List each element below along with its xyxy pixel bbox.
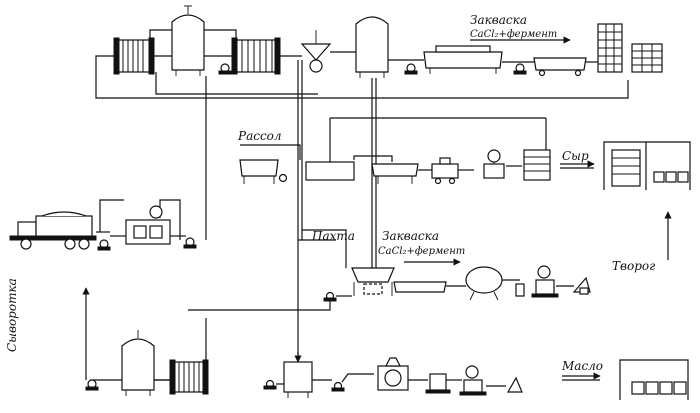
pump-icon [218, 63, 232, 75]
cheese-warehouse-icon [603, 141, 691, 190]
pump-icon [404, 63, 418, 75]
pump-icon [323, 291, 337, 302]
buttermilk-label: Пахта [311, 229, 355, 243]
whey-tank-icon [121, 330, 155, 396]
normalized-milk-tank-icon [355, 16, 389, 78]
butter-packing-machine-icon [459, 365, 487, 396]
conveyor-icon [572, 276, 591, 295]
butter-forming-icon [425, 373, 451, 394]
conveyor-icon [506, 376, 523, 393]
whey-line [82, 287, 209, 396]
cream-tank-icon [283, 361, 313, 398]
milk-truck-icon [9, 211, 97, 250]
whey-heat-exchanger-icon [169, 359, 209, 395]
scales-icon [483, 149, 505, 179]
pump-icon [183, 237, 197, 249]
pump-icon [331, 381, 345, 392]
waxing-machine-icon [431, 157, 459, 185]
whey-separator-icon [393, 281, 447, 293]
butter-churn-icon [377, 357, 409, 391]
starter-label-mid: Закваска [382, 229, 439, 243]
salting-pool-icon [305, 161, 355, 181]
curd-packing-machine-icon [531, 265, 559, 298]
forming-apparatus-icon [533, 57, 587, 77]
storage-rack-icon [523, 149, 551, 181]
whey-label: Сыворотка [5, 278, 19, 352]
butter-warehouse-icon [619, 359, 689, 400]
pump-icon [513, 63, 527, 75]
starter-label-top: Закваска [470, 13, 527, 27]
separator-icon [300, 30, 332, 73]
pump-icon [263, 379, 277, 390]
cooling-drum-icon [465, 266, 503, 301]
brine-tank-icon [239, 159, 288, 184]
additive-label-top: CaCl₂+фермент [470, 29, 557, 40]
additive-label-mid: CaCl₂+фермент [378, 246, 465, 257]
pasteurizer-icon [231, 37, 281, 75]
milk-meter-icon [125, 205, 171, 245]
mold-stack-icon [631, 43, 663, 73]
brine-label: Рассол [237, 129, 282, 143]
curd-vat-icon [351, 267, 395, 296]
milk-storage-tank-icon [171, 5, 205, 76]
cheese-vat-icon [423, 45, 503, 74]
pump-icon [97, 239, 111, 251]
drying-table-icon [371, 163, 419, 184]
curd-line [298, 211, 672, 302]
distribution-pipes [90, 55, 629, 381]
butter-label: Масло [561, 359, 603, 373]
curd-label: Творог [612, 259, 655, 273]
cheese-line [239, 141, 691, 190]
plate-heat-exchanger-icon [113, 37, 155, 75]
press-rack-icon [597, 23, 623, 73]
top-process-line [113, 5, 663, 78]
butter-line [263, 352, 689, 400]
pump-icon [515, 283, 525, 297]
cheese-label: Сыр [562, 149, 589, 163]
pump-icon [85, 379, 99, 391]
